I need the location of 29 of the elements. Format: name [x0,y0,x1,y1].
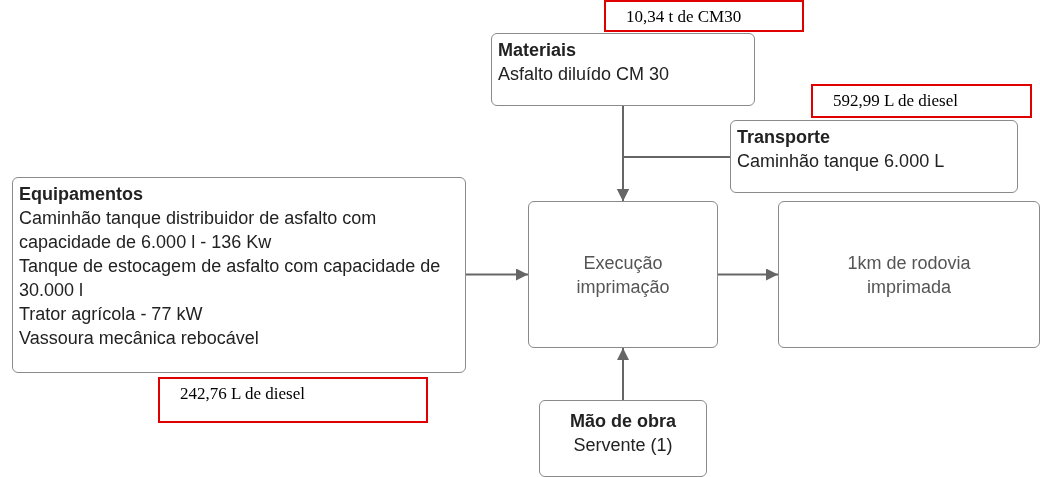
annotation-text: 242,76 L de diesel [180,383,306,405]
materials-box [491,33,755,106]
heading: Mão de obra [569,410,677,433]
node-text: Caminhão tanque distribuidor de asfalto com capacidade de 6.000 l - 136 Kw [19,207,378,254]
node-text: Vassoura mecânica rebocável [19,327,260,350]
process-box [528,201,718,348]
node-text: Trator agrícola - 77 kW [19,303,204,326]
equipment-box [12,177,466,373]
annotation-box [604,0,804,32]
node-text: Caminhão tanque 6.000 L [737,150,946,173]
heading: Transporte [737,126,832,149]
arrow [617,156,731,202]
annotation-text: 10,34 t de CM30 [626,6,743,28]
node-text: Tanque de estocagem de asfalto com capacidade de 30.000 l [19,255,441,302]
heading: Equipamentos [19,183,144,206]
transport-box [730,120,1018,193]
labor-box [539,400,707,477]
node-text: 1km de rodovia imprimada [846,251,972,299]
annotation-box [158,377,428,423]
node-text: Execução imprimação [575,251,671,299]
heading: Materiais [498,39,578,62]
output-box [778,201,1040,348]
node-text: Servente (1) [572,434,674,457]
arrow [465,268,529,281]
node-text: Asfalto diluído CM 30 [498,63,671,86]
annotation-box [811,84,1032,118]
arrow [617,347,629,401]
annotation-text: 592,99 L de diesel [833,90,959,112]
arrow [717,268,779,281]
